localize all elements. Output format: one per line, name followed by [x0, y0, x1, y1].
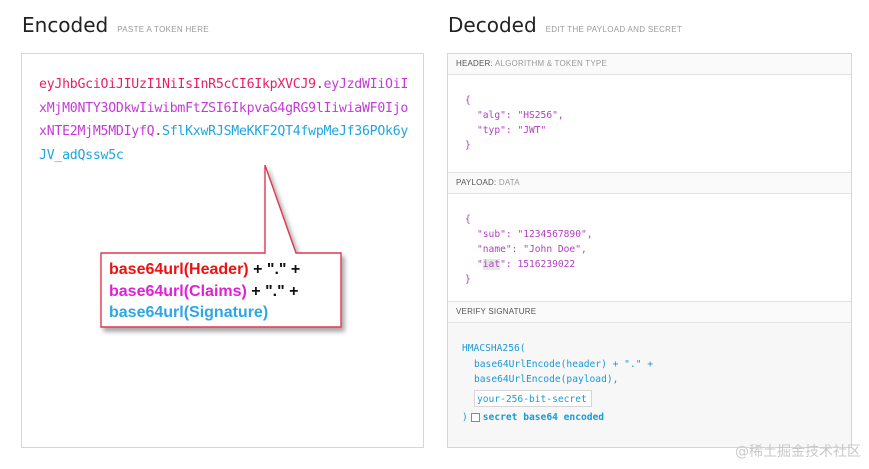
- decoded-panel: HEADER: ALGORITHM & TOKEN TYPE { "alg": …: [447, 53, 852, 448]
- payload-section-sublabel: DATA: [498, 178, 520, 187]
- json-key: "alg": [477, 110, 506, 121]
- encoded-subtitle: PASTE A TOKEN HERE: [117, 25, 209, 34]
- payload-section-heading: PAYLOAD: DATA: [448, 173, 851, 194]
- payload-json-editor[interactable]: { "sub": "1234567890", "name": "John Doe…: [448, 194, 851, 302]
- encoded-token[interactable]: eyJhbGciOiJIUzI1NiIsInR5cCI6IkpXVCJ9.eyJ…: [39, 73, 409, 167]
- token-dot: .: [154, 124, 163, 139]
- json-line: "iat": 1516239022: [477, 259, 576, 270]
- verify-section-label: VERIFY SIGNATURE: [456, 307, 537, 316]
- json-value: "John Doe": [523, 244, 581, 255]
- json-line: "name": "John Doe",: [477, 244, 587, 255]
- json-line: "sub": "1234567890",: [477, 229, 593, 240]
- header-section-sublabel: ALGORITHM & TOKEN TYPE: [494, 59, 607, 68]
- decoded-title: Decoded: [448, 13, 537, 37]
- secret-base64-label: secret base64 encoded: [482, 412, 605, 423]
- callout-signature: base64url(Signature): [109, 304, 269, 321]
- json-key: "typ": [477, 125, 506, 136]
- json-key-quote: ": [500, 259, 506, 270]
- header-json-editor[interactable]: { "alg": "HS256", "typ": "JWT" }: [448, 75, 851, 173]
- encoded-heading: Encoded PASTE A TOKEN HERE: [22, 13, 209, 37]
- header-section-heading: HEADER: ALGORITHM & TOKEN TYPE: [448, 54, 851, 75]
- json-line: "alg": "HS256",: [477, 110, 564, 121]
- header-section-label: HEADER:: [456, 59, 493, 68]
- verify-section-heading: VERIFY SIGNATURE: [448, 302, 851, 323]
- json-value: "1234567890": [517, 229, 587, 240]
- json-key-quote: ": [477, 259, 483, 270]
- callout-concat: + "." +: [248, 261, 301, 278]
- json-key: "sub": [477, 229, 506, 240]
- callout-concat: + "." +: [246, 282, 299, 300]
- verify-line: HMACSHA256(: [462, 343, 526, 354]
- json-line: "typ": "JWT": [477, 125, 547, 136]
- token-header-part: eyJhbGciOiJIUzI1NiIsInR5cCI6IkpXVCJ9: [39, 77, 316, 92]
- token-signature-part: SflKxwRJSMeKKF2QT4fwpMeJf36POk6yJV_adQss…: [39, 124, 409, 163]
- encoded-token-editor[interactable]: eyJhbGciOiJIUzI1NiIsInR5cCI6IkpXVCJ9.eyJ…: [21, 53, 424, 448]
- secret-input[interactable]: your-256-bit-secret: [474, 389, 592, 407]
- encoded-title: Encoded: [22, 13, 109, 37]
- json-value: "JWT": [517, 125, 547, 136]
- decoded-heading: Decoded EDIT THE PAYLOAD AND SECRET: [448, 13, 682, 37]
- callout-claims: base64url(Claims): [109, 282, 247, 300]
- verify-close-paren: ): [462, 412, 468, 423]
- decoded-subtitle: EDIT THE PAYLOAD AND SECRET: [545, 25, 683, 34]
- token-payload-part: eyJzdWIiOiIxMjM0NTY3ODkwIiwibmFtZSI6Ikpv…: [39, 77, 409, 139]
- secret-base64-checkbox[interactable]: [470, 413, 480, 423]
- json-key-highlighted: iat: [482, 259, 501, 270]
- callout-header: base64url(Header): [109, 261, 249, 278]
- verify-signature-body: HMACSHA256( base64UrlEncode(header) + ".…: [448, 323, 851, 447]
- json-value: 1516239022: [517, 259, 576, 270]
- watermark: @稀土掘金技术社区: [735, 444, 861, 460]
- verify-line: base64UrlEncode(header) + "." +: [474, 358, 654, 370]
- json-value: "HS256": [517, 110, 558, 121]
- verify-line: base64UrlEncode(payload),: [474, 374, 619, 385]
- token-dot: .: [315, 77, 324, 92]
- json-key: "name": [477, 244, 512, 255]
- payload-section-label: PAYLOAD:: [456, 178, 497, 187]
- callout-text: base64url(Header) + "." + base64url(Clai…: [109, 259, 339, 324]
